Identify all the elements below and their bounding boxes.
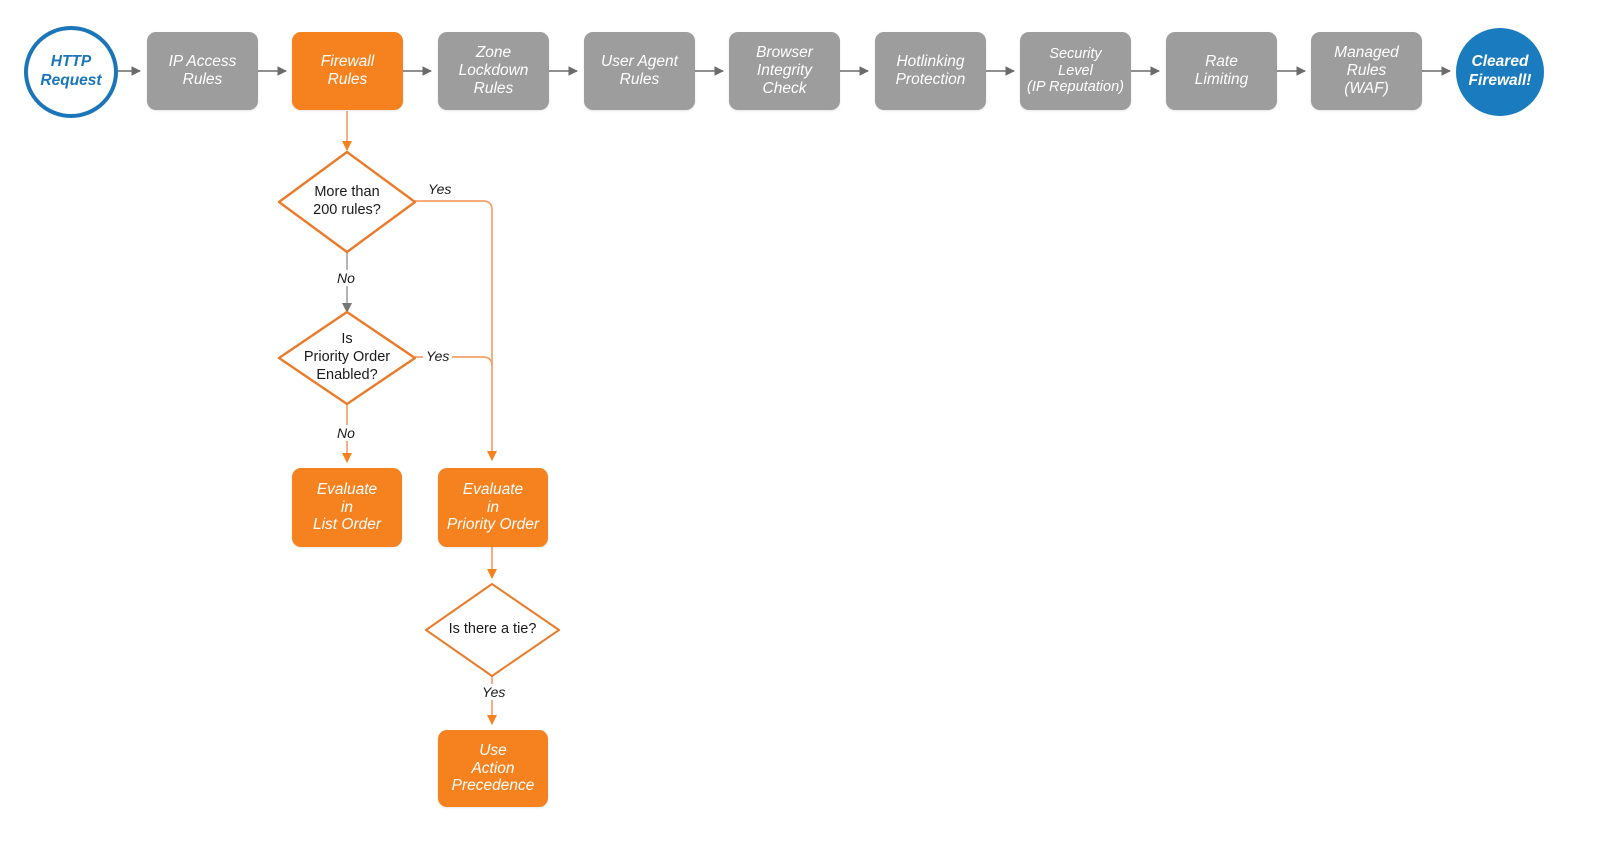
node-user-agent-rules[interactable]: User Agent Rules xyxy=(584,32,695,110)
node-security-level[interactable]: Security Level (IP Reputation) xyxy=(1020,32,1131,110)
node-label: Security Level (IP Reputation) xyxy=(1027,45,1124,96)
node-label: Cleared Firewall! xyxy=(1468,53,1532,89)
decision-label: More than 200 rules? xyxy=(313,184,381,218)
diamond-shape xyxy=(277,150,417,254)
node-label: Use Action Precedence xyxy=(451,741,535,795)
decision-more-than-200-rules[interactable]: More than 200 rules? xyxy=(277,150,417,254)
node-label: HTTP Request xyxy=(40,53,102,89)
edge-label-yes-tie: Yes xyxy=(479,684,509,700)
node-managed-rules-waf[interactable]: Managed Rules (WAF) xyxy=(1311,32,1422,110)
node-label: IP Access Rules xyxy=(168,53,237,88)
diamond-shape xyxy=(277,310,417,406)
node-label: Hotlinking Protection xyxy=(895,53,966,88)
node-label: User Agent Rules xyxy=(601,53,678,88)
node-hotlinking-protection[interactable]: Hotlinking Protection xyxy=(875,32,986,110)
node-evaluate-in-list-order[interactable]: Evaluate in List Order xyxy=(292,468,402,547)
node-firewall-rules[interactable]: Firewall Rules xyxy=(292,32,403,110)
node-browser-integrity-check[interactable]: Browser Integrity Check xyxy=(729,32,840,110)
node-label: Browser Integrity Check xyxy=(756,44,813,97)
edge-label-yes-200: Yes xyxy=(425,181,455,197)
node-zone-lockdown-rules[interactable]: Zone Lockdown Rules xyxy=(438,32,549,110)
node-use-action-precedence[interactable]: Use Action Precedence xyxy=(438,730,548,807)
edge-label-no-200: No xyxy=(334,270,358,286)
decision-label: Is Priority Order Enabled? xyxy=(303,331,391,383)
decision-is-there-a-tie[interactable]: Is there a tie? xyxy=(424,582,561,678)
node-label: Evaluate in Priority Order xyxy=(446,480,540,534)
node-rate-limiting[interactable]: Rate Limiting xyxy=(1166,32,1277,110)
node-http-request[interactable]: HTTP Request xyxy=(24,26,118,118)
edge-label-yes-priority: Yes xyxy=(423,348,453,364)
edge-q200-yes xyxy=(415,200,498,462)
node-label: Evaluate in List Order xyxy=(312,480,382,534)
node-ip-access-rules[interactable]: IP Access Rules xyxy=(147,32,258,110)
node-label: Zone Lockdown Rules xyxy=(458,44,529,97)
node-label: Firewall Rules xyxy=(320,53,375,88)
decision-is-priority-order-enabled[interactable]: Is Priority Order Enabled? xyxy=(277,310,417,406)
diamond-shape xyxy=(425,583,560,677)
decision-label: Is there a tie? xyxy=(448,621,537,638)
node-cleared-firewall[interactable]: Cleared Firewall! xyxy=(1456,28,1544,116)
node-label: Managed Rules (WAF) xyxy=(1334,44,1399,97)
node-evaluate-in-priority-order[interactable]: Evaluate in Priority Order xyxy=(438,468,548,547)
edge-label-no-priority: No xyxy=(334,425,358,441)
node-label: Rate Limiting xyxy=(1194,53,1249,88)
